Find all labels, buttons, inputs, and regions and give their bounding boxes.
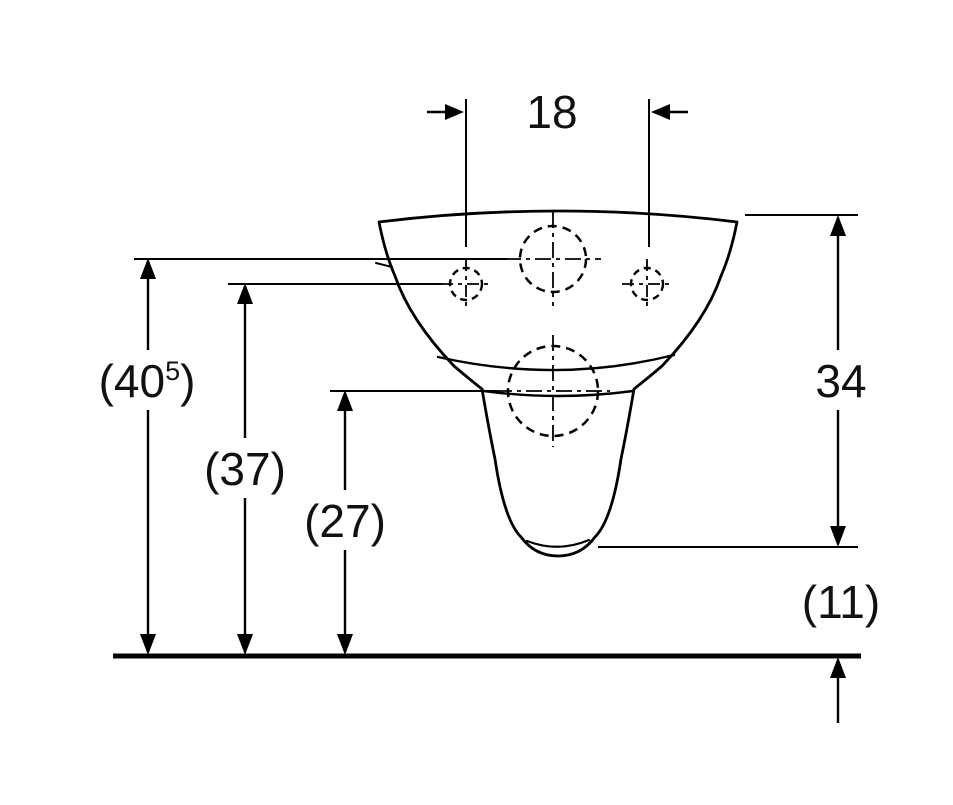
arrowhead-11-top [830,657,846,678]
arrowhead-34-top [830,215,846,236]
label-bg-37 [191,438,299,498]
label-total-height: (405) [99,355,196,407]
dimension-labels: 18 (405) (37) (27) 34 (11) [99,86,881,628]
label-total-height-open: (40 [99,355,165,407]
label-total-height-sup: 5 [165,356,180,386]
label-drain-height: (27) [304,495,386,547]
dimension-lines-group [140,104,846,723]
arrowhead-40-bottom [140,634,156,655]
dimension-40 [140,258,156,655]
label-bg-27 [291,490,399,550]
contour-line-upper [436,353,676,372]
fixture-outline [377,209,739,558]
reference-lines-group [134,99,858,548]
arrowhead-34-bottom [830,526,846,547]
arrowhead-27-top [337,390,353,411]
label-upper-holes-height: (37) [204,443,286,495]
arrowhead-18-left [445,104,464,120]
fixture-outline-group [375,209,739,558]
arrowhead-37-bottom [237,634,253,655]
contour-line-lower [482,389,635,398]
label-floor-clearance: (11) [802,576,880,628]
seam-line [375,262,393,268]
label-bg-34 [806,350,872,410]
arrowhead-27-bottom [337,634,353,655]
dimension-18 [427,104,688,120]
arrowhead-18-right [651,104,670,120]
label-right-height: 34 [815,355,866,407]
holes-group [441,212,672,447]
dimension-11 [830,657,846,723]
label-hole-spacing: 18 [526,86,577,138]
arrowhead-37-top [237,283,253,304]
label-total-height-close: ) [180,355,195,407]
label-backgrounds [84,350,872,550]
arrowhead-40-top [140,258,156,279]
label-bg-40 [84,350,212,410]
bottom-inner-line [525,538,591,548]
